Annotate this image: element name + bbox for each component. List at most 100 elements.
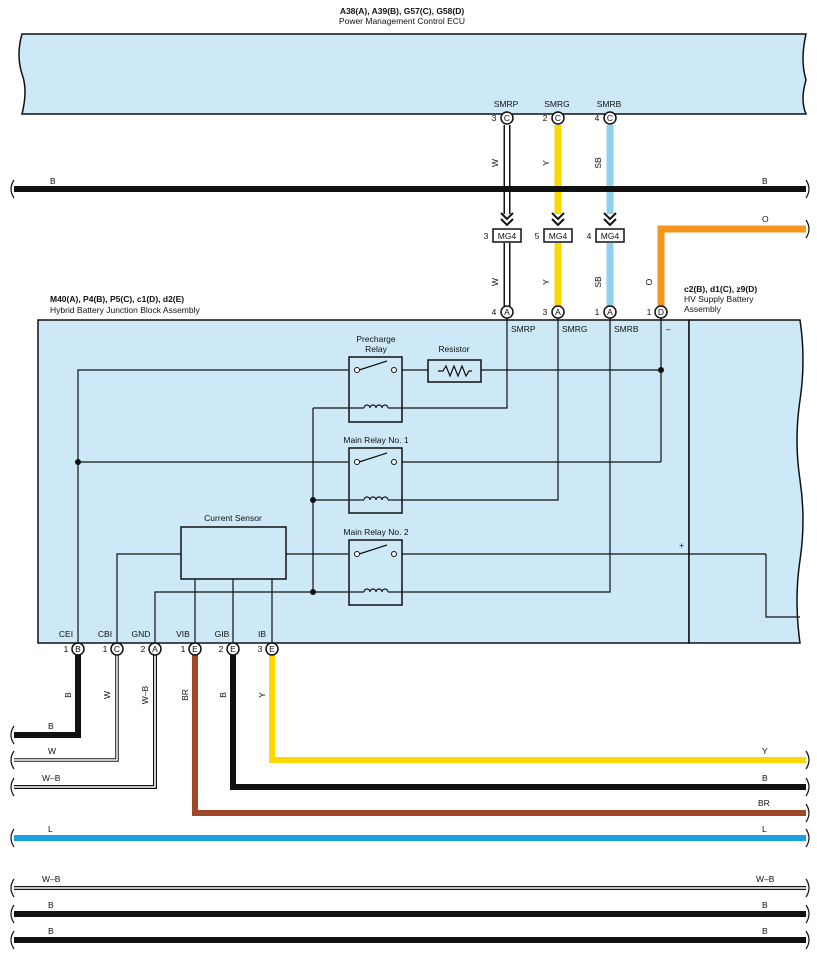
svg-text:2: 2 <box>141 644 146 654</box>
svg-text:B: B <box>48 721 54 731</box>
svg-text:E: E <box>192 644 198 654</box>
svg-text:Main Relay No. 2: Main Relay No. 2 <box>343 527 408 537</box>
wire-label-w-upper: W <box>490 159 500 167</box>
svg-text:1: 1 <box>647 307 652 317</box>
svg-text:2: 2 <box>219 644 224 654</box>
mg4-chevron-1 <box>500 212 514 227</box>
svg-text:3: 3 <box>258 644 263 654</box>
svg-text:C: C <box>504 113 510 123</box>
wire-o: O O <box>644 214 810 306</box>
battery-name-line2: Assembly <box>684 304 722 314</box>
left-break-marks <box>10 725 15 797</box>
mg4-connector-1: MG4 3 <box>484 228 522 243</box>
jb-pin-gib: E 2 <box>219 642 240 656</box>
jb-pin-cbi: C 1 <box>103 642 124 656</box>
svg-text:B: B <box>762 900 768 910</box>
svg-text:MG4: MG4 <box>498 231 517 241</box>
svg-text:B: B <box>48 926 54 936</box>
wire-label-y-lower: Y <box>541 279 551 285</box>
svg-text:4: 4 <box>587 231 592 241</box>
svg-text:Relay: Relay <box>365 344 387 354</box>
svg-text:3: 3 <box>543 307 548 317</box>
bus-b-bottom-2: B B <box>10 926 810 950</box>
svg-text:3: 3 <box>484 231 489 241</box>
svg-text:5: 5 <box>535 231 540 241</box>
svg-text:1: 1 <box>595 307 600 317</box>
main-relay-1: Main Relay No. 1 <box>343 435 409 514</box>
svg-text:W–B: W–B <box>42 874 61 884</box>
svg-text:O: O <box>644 278 654 285</box>
current-sensor: Current Sensor <box>180 513 287 580</box>
label-cbi: CBI <box>98 629 112 639</box>
mg4-connector-3: MG4 4 <box>587 228 625 243</box>
svg-text:B: B <box>762 176 768 186</box>
svg-text:1: 1 <box>181 644 186 654</box>
label-cei: CEI <box>59 629 73 639</box>
mg4-chevron-3 <box>603 212 617 227</box>
resistor: Resistor <box>427 344 482 383</box>
plus-label: + <box>679 540 684 550</box>
svg-text:L: L <box>48 824 53 834</box>
svg-text:Current Sensor: Current Sensor <box>204 513 262 523</box>
svg-text:B: B <box>50 176 56 186</box>
svg-text:W–B: W–B <box>42 773 61 783</box>
svg-text:L: L <box>762 824 767 834</box>
svg-text:1: 1 <box>64 644 69 654</box>
jb-pin-minus: D 1 – <box>647 305 671 334</box>
svg-text:MG4: MG4 <box>549 231 568 241</box>
label-gib: GIB <box>215 629 230 639</box>
wire-w-cbi: W W <box>14 655 119 762</box>
battery-box <box>688 319 804 644</box>
battery-name-line1: HV Supply Battery <box>684 294 754 304</box>
ecu-pin-smrb: C 4 <box>595 111 617 125</box>
bus-l: L L <box>10 824 810 848</box>
svg-text:MG4: MG4 <box>601 231 620 241</box>
svg-text:BR: BR <box>758 798 770 808</box>
ecu-pin-smrp: C 3 <box>492 111 514 125</box>
wire-label-w-lower: W <box>490 278 500 286</box>
mg4-chevron-2 <box>551 212 565 227</box>
wire-b-cei: B B <box>14 655 81 738</box>
label-ib: IB <box>258 629 266 639</box>
ecu-box <box>18 33 808 115</box>
main-relay-2: Main Relay No. 2 <box>343 527 409 606</box>
jb-pin-gnd: A 2 <box>141 642 162 656</box>
wire-label-sb-upper: SB <box>593 157 603 169</box>
svg-text:W: W <box>48 746 56 756</box>
svg-text:B: B <box>63 692 73 698</box>
svg-text:B: B <box>75 644 81 654</box>
battery-code: c2(B), d1(C), z9(D) <box>684 284 757 294</box>
svg-text:E: E <box>230 644 236 654</box>
junction-code: M40(A), P4(B), P5(C), c1(D), d2(E) <box>50 294 184 304</box>
svg-text:3: 3 <box>492 113 497 123</box>
svg-text:Precharge: Precharge <box>356 334 395 344</box>
junction-name: Hybrid Battery Junction Block Assembly <box>50 305 201 315</box>
svg-text:BR: BR <box>180 689 190 701</box>
svg-text:Y: Y <box>257 692 267 698</box>
svg-text:D: D <box>658 307 664 317</box>
svg-text:–: – <box>666 324 671 334</box>
ecu-terminal-label-smrp: SMRP <box>494 99 519 109</box>
svg-text:C: C <box>114 644 120 654</box>
svg-text:4: 4 <box>492 307 497 317</box>
junction-dots <box>75 367 664 595</box>
ecu-name: Power Management Control ECU <box>339 16 465 26</box>
bus-b-upper: B B <box>10 176 810 199</box>
svg-text:Main Relay No. 1: Main Relay No. 1 <box>343 435 408 445</box>
label-gnd: GND <box>132 629 151 639</box>
wire-y-ib: Y Y <box>257 655 810 770</box>
svg-text:O: O <box>762 214 769 224</box>
svg-text:Y: Y <box>762 746 768 756</box>
svg-text:A: A <box>555 307 561 317</box>
svg-text:C: C <box>607 113 613 123</box>
svg-text:E: E <box>269 644 275 654</box>
ecu-code: A38(A), A39(B), G57(C), G58(D) <box>340 6 465 16</box>
svg-text:A: A <box>607 307 613 317</box>
precharge-relay: Precharge Relay <box>348 334 403 423</box>
svg-text:W: W <box>102 691 112 699</box>
svg-text:SMRG: SMRG <box>562 324 588 334</box>
svg-text:C: C <box>555 113 561 123</box>
svg-text:SMRB: SMRB <box>614 324 639 334</box>
ecu-terminal-label-smrg: SMRG <box>544 99 570 109</box>
